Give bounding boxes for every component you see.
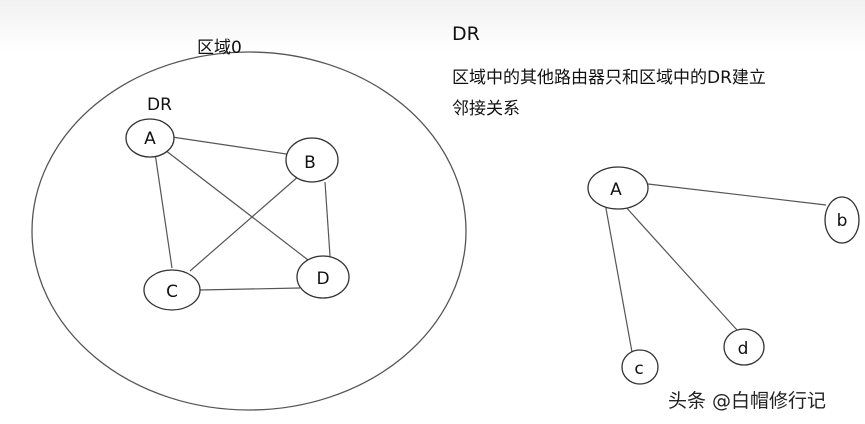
area-0-ellipse — [31, 51, 467, 411]
node-c-right: c — [621, 349, 659, 385]
svg-text:C: C — [166, 282, 178, 302]
link-B-D — [324, 181, 331, 257]
node-d-right: d — [723, 328, 765, 366]
link-C-D — [199, 287, 301, 291]
left-links — [154, 136, 331, 291]
top-shade — [0, 0, 865, 52]
link-A-b — [647, 183, 827, 206]
link-A-D — [164, 149, 313, 264]
node-b-right: b — [824, 196, 860, 244]
description: 区域中的其他路由器只和区域中的DR建立邻接关系 — [452, 68, 766, 119]
svg-text:D: D — [316, 269, 329, 289]
svg-text:c: c — [634, 359, 643, 379]
svg-text:b: b — [837, 211, 848, 231]
heading: DR — [452, 23, 480, 45]
watermark: 头条 @白帽修行记 — [668, 390, 827, 412]
node-B-left: B — [285, 137, 339, 183]
dr-label: DR — [147, 95, 172, 115]
link-A-d — [623, 204, 738, 331]
svg-text:A: A — [144, 129, 156, 149]
svg-text:A: A — [610, 180, 622, 200]
node-C-left: C — [143, 269, 201, 311]
svg-text:d: d — [738, 339, 749, 359]
node-A-left: A — [125, 118, 175, 158]
node-D-left: D — [296, 255, 350, 299]
node-A-right: A — [587, 166, 649, 210]
link-B-C — [189, 174, 301, 272]
link-A-C — [154, 152, 173, 269]
svg-text:B: B — [304, 153, 316, 173]
right-links — [604, 183, 827, 353]
link-A-B — [171, 136, 294, 156]
link-A-c — [604, 202, 633, 353]
area-label: 区域0 — [197, 38, 242, 58]
